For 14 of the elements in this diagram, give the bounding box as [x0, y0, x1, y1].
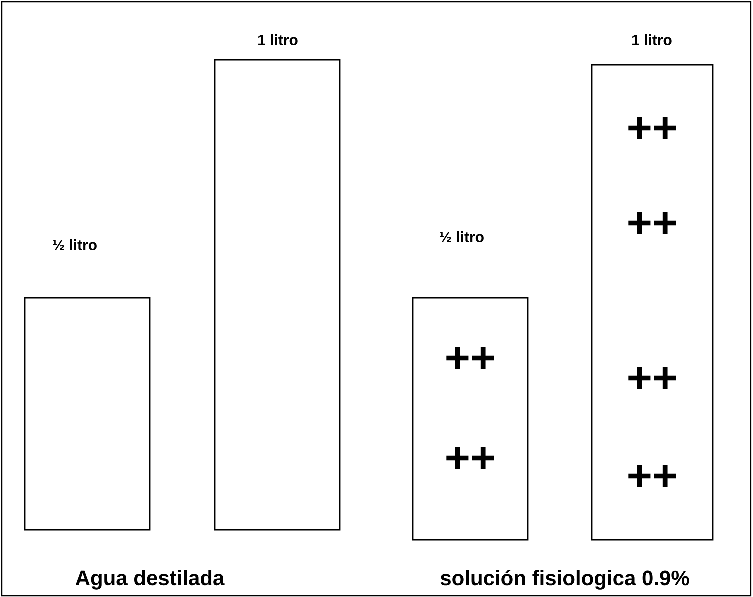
container-box	[214, 59, 341, 531]
volume-label: 1 litro	[632, 34, 672, 46]
volume-label: 1 litro	[258, 34, 298, 46]
container-box	[24, 297, 151, 531]
plus-signs: ++	[628, 367, 676, 390]
volume-label: ½ litro	[440, 232, 484, 242]
plus-signs: ++	[628, 117, 676, 140]
plus-signs: ++	[628, 212, 676, 234]
caption-text: Agua destilada	[76, 570, 225, 590]
plus-signs: ++	[628, 465, 676, 488]
plus-signs: ++	[446, 347, 494, 370]
caption-text: solución fisiologica 0.9%	[440, 570, 690, 590]
volume-label: ½ litro	[53, 240, 97, 250]
plus-signs: ++	[446, 447, 494, 470]
